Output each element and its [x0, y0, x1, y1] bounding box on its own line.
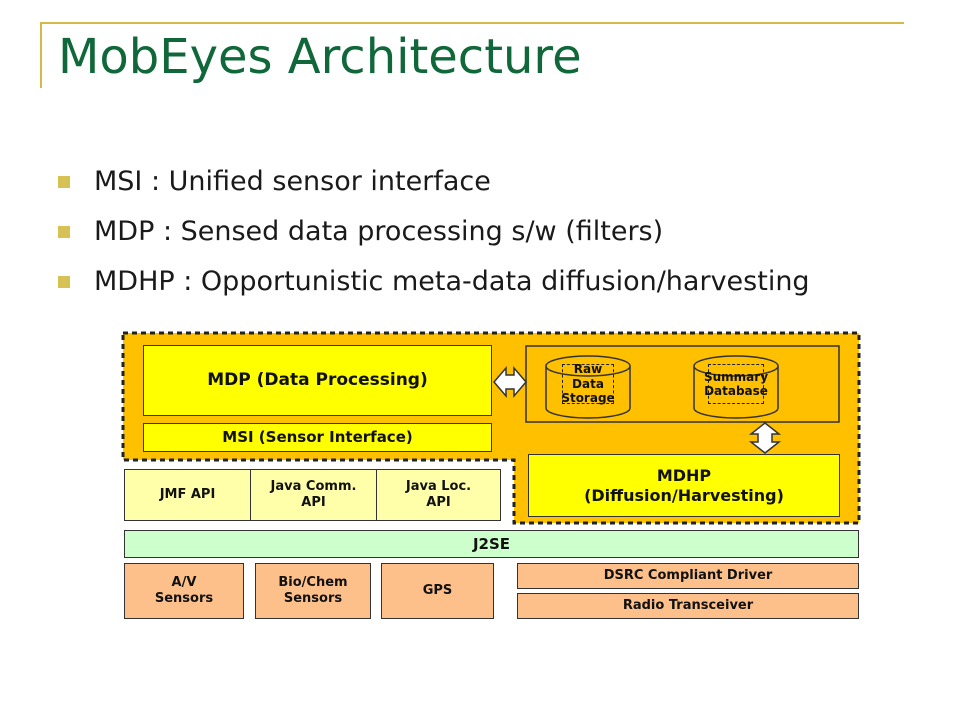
radio-transceiver-box: Radio Transceiver	[517, 593, 859, 619]
mdhp-box: MDHP (Diffusion/Harvesting)	[528, 454, 840, 517]
bullet-square-icon	[58, 276, 70, 288]
bullet-text: MDP : Sensed data processing s/w (filter…	[94, 216, 664, 247]
bullet-square-icon	[58, 226, 70, 238]
bullet-text: MDHP : Opportunistic meta-data diffusion…	[94, 266, 810, 297]
av-sensors-box: A/V Sensors	[124, 563, 244, 619]
mdp-storage-double-arrow-icon	[493, 365, 527, 399]
storage-mdhp-double-arrow-icon	[748, 422, 782, 454]
title-rule-left	[40, 22, 42, 88]
slide-title: MobEyes Architecture	[58, 29, 582, 85]
dsrc-driver-box: DSRC Compliant Driver	[517, 563, 859, 589]
raw-data-cylinder-icon	[545, 355, 631, 419]
gps-box: GPS	[381, 563, 494, 619]
summary-db-cylinder-icon	[693, 355, 779, 419]
biochem-sensors-box: Bio/Chem Sensors	[255, 563, 371, 619]
jmf-api-box: JMF API	[124, 469, 251, 521]
msi-box: MSI (Sensor Interface)	[143, 423, 492, 452]
bullet-text: MSI : Unified sensor interface	[94, 166, 491, 197]
j2se-box: J2SE	[124, 530, 859, 558]
java-comm-api-box: Java Comm. API	[250, 469, 377, 521]
mdp-box: MDP (Data Processing)	[143, 345, 492, 416]
bullet-square-icon	[58, 176, 70, 188]
summary-database: Summary Database	[704, 364, 768, 404]
java-loc-api-box: Java Loc. API	[376, 469, 501, 521]
title-rule-top	[40, 22, 904, 24]
raw-data-storage: Raw Data Storage	[561, 362, 615, 406]
